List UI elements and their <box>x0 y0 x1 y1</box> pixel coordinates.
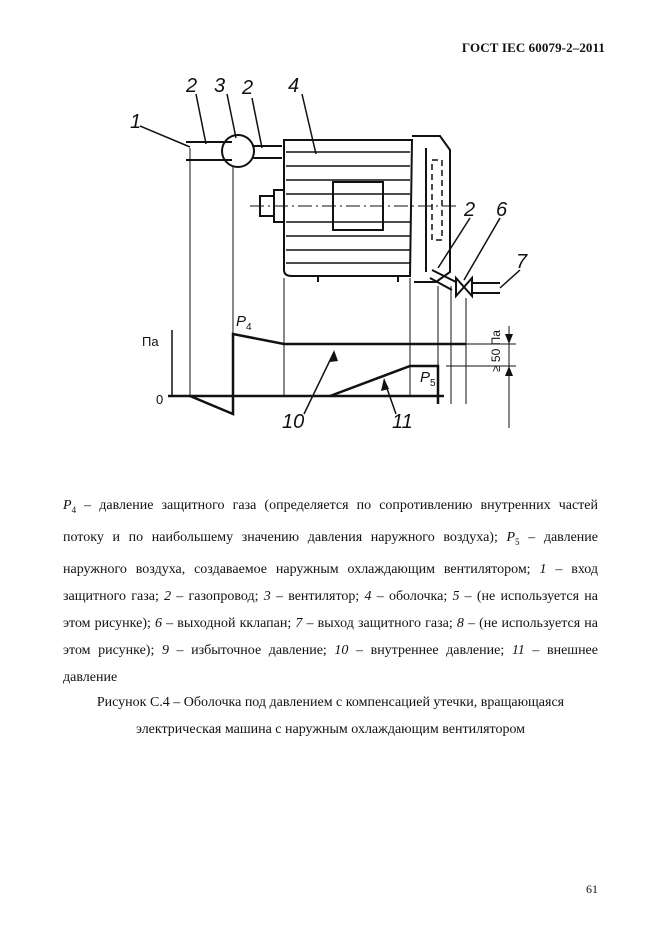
axis-unit: Па <box>142 334 159 349</box>
callout-7: 7 <box>516 251 528 273</box>
callout-1: 1 <box>130 111 142 133</box>
callout-10: 10 <box>282 411 305 433</box>
callout-3: 3 <box>214 75 226 97</box>
callout-4: 4 <box>288 75 300 97</box>
callout-6: 6 <box>496 199 508 221</box>
technical-drawing <box>139 93 521 428</box>
axis-zero: 0 <box>156 392 164 407</box>
callout-2a: 2 <box>186 75 198 97</box>
page-number: 61 <box>586 882 598 896</box>
callout-2b: 2 <box>242 77 254 99</box>
label-p5: P5 <box>420 369 436 389</box>
callout-11: 11 <box>392 411 413 433</box>
figure-c4: 1 2 3 2 4 2 6 7 10 11 Па 0 P4 P5 ≥ 50 Па <box>130 75 528 433</box>
figure-legend: P4 – давление защитного газа (определяет… <box>63 498 599 685</box>
callout-2c: 2 <box>464 199 476 221</box>
document-header: ГОСТ IEC 60079-2–2011 <box>461 40 605 55</box>
excess-pressure-dimension: ≥ 50 Па <box>489 330 503 372</box>
label-p4: P4 <box>236 313 252 333</box>
figure-caption: Рисунок С.4 – Оболочка под давлением с к… <box>96 695 565 737</box>
